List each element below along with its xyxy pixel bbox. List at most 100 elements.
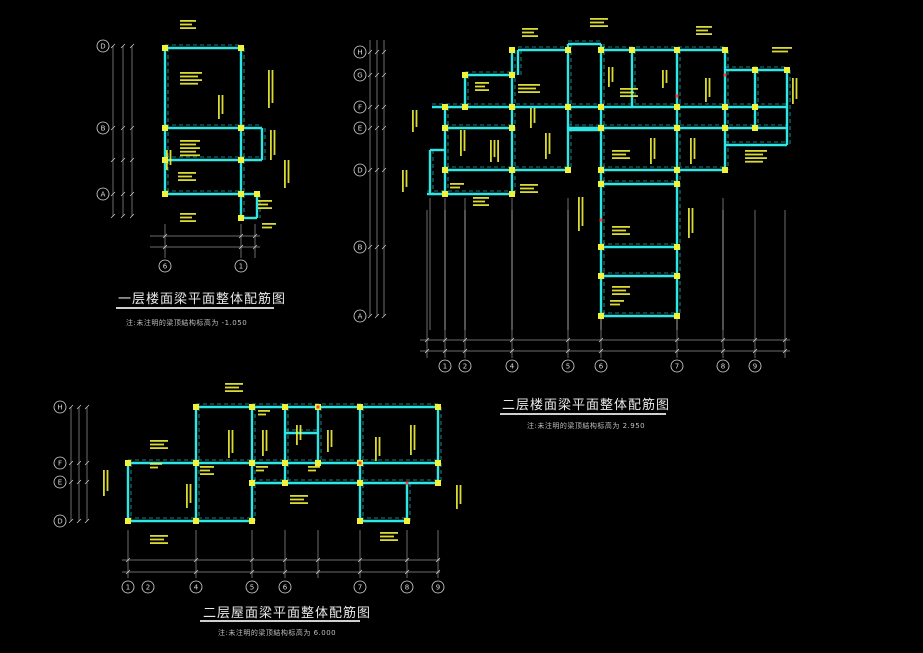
beam-annotation (475, 85, 485, 88)
beam-annotation (493, 140, 496, 157)
beam-annotation (415, 110, 418, 127)
beam-annotation (530, 108, 532, 128)
dimension-tick (110, 125, 116, 131)
dimension-tick (381, 167, 387, 173)
axis-label: E (58, 479, 62, 487)
dimension-tick (84, 479, 90, 485)
dimension-tick (129, 43, 135, 49)
axis-label: B (101, 125, 106, 133)
beam-annotation (380, 539, 398, 541)
beam-annotation (271, 70, 274, 103)
axis-bubble (189, 580, 203, 594)
dimension-tick (68, 518, 74, 524)
axis-bubble (96, 121, 110, 135)
beam-annotation (180, 213, 196, 215)
dimension-tick (68, 404, 74, 410)
column (249, 480, 255, 486)
column (442, 125, 448, 131)
dimension-tick (110, 157, 116, 163)
axis-bubble (458, 359, 472, 373)
column (249, 518, 255, 524)
beam-annotation (273, 130, 276, 155)
beam-annotation (258, 200, 272, 202)
column (674, 181, 680, 187)
axis-bubble (748, 359, 762, 373)
dimension-tick (129, 125, 135, 131)
beam-annotation (696, 26, 712, 28)
column (442, 167, 448, 173)
beam-annotation (103, 470, 105, 496)
dimension-tick (367, 72, 373, 78)
beam-annotation (590, 18, 608, 20)
beam-annotation (169, 150, 172, 165)
beam-annotation (608, 67, 610, 87)
dimension-tick (367, 244, 373, 250)
beam-annotation (270, 130, 272, 160)
dimension-tick (76, 518, 82, 524)
beam-annotation (610, 300, 624, 302)
beam-annotation (186, 484, 188, 508)
beam-annotation (290, 498, 304, 501)
column (598, 313, 604, 319)
beam-annotation (262, 430, 264, 456)
plan1-title-underline (116, 307, 274, 309)
beam-annotation (180, 23, 192, 26)
marker (599, 218, 603, 222)
beam-annotation (620, 95, 638, 97)
axis-label: 7 (675, 363, 679, 371)
column (722, 167, 728, 173)
beam-annotation (150, 535, 168, 537)
dimension-tick (129, 191, 135, 197)
column (357, 480, 363, 486)
column (752, 125, 758, 131)
beam-annotation (772, 50, 788, 53)
column (674, 273, 680, 279)
beam-annotation (745, 153, 763, 156)
beam-annotation (522, 31, 534, 34)
beam-annotation (180, 154, 200, 157)
axis-bubble (353, 163, 367, 177)
axis-label: 2 (463, 363, 467, 371)
beam-annotation (518, 91, 540, 93)
beam-annotation (256, 469, 264, 472)
beam-annotation (520, 184, 538, 186)
dimension-tick (110, 43, 116, 49)
beam-annotation (473, 200, 485, 203)
beam-annotation (463, 130, 466, 151)
axis-bubble (121, 580, 135, 594)
beam-annotation (178, 179, 196, 181)
column (162, 157, 168, 163)
dimension-tick (110, 191, 116, 197)
beam-annotation (612, 289, 626, 292)
beam-annotation (405, 170, 408, 187)
axis-label: B (358, 244, 363, 252)
column (674, 313, 680, 319)
column (193, 518, 199, 524)
axis-label: 5 (566, 363, 570, 371)
beam-annotation (792, 78, 794, 104)
dimension-tick (367, 49, 373, 55)
beam-annotation (180, 150, 196, 153)
beam-annotation (189, 484, 192, 503)
column (752, 67, 758, 73)
beam-annotation (308, 466, 320, 468)
beam-annotation (473, 197, 489, 199)
beam-annotation (795, 78, 798, 99)
column (598, 244, 604, 250)
dimension-tick (374, 244, 380, 250)
axis-label: 9 (436, 584, 440, 592)
dimension-tick (367, 313, 373, 319)
column (193, 460, 199, 466)
beam-annotation (265, 430, 268, 451)
beam-annotation (612, 293, 630, 295)
axis-label: F (58, 460, 62, 468)
beam-annotation (268, 70, 270, 108)
beam-annotation (180, 79, 202, 81)
dimension-tick (381, 104, 387, 110)
axis-bubble (353, 45, 367, 59)
column (509, 72, 515, 78)
dimension-tick (76, 404, 82, 410)
column (238, 125, 244, 131)
column (254, 191, 260, 197)
axis-bubble (353, 580, 367, 594)
